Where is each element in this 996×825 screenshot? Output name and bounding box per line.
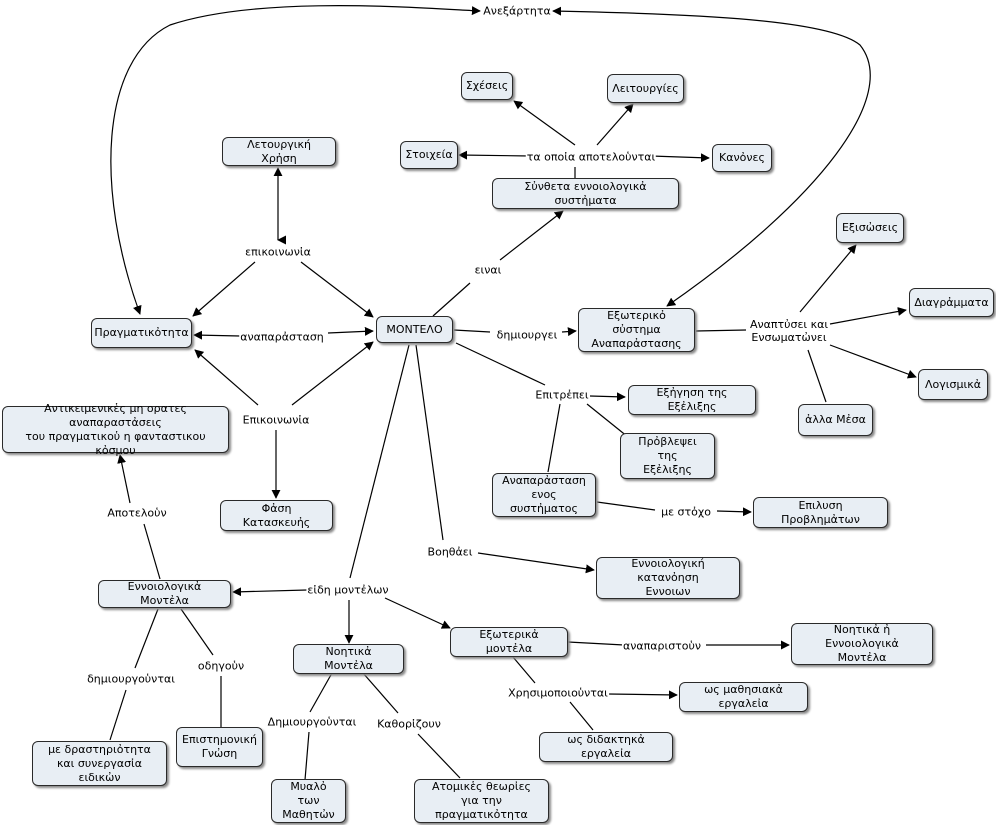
- link-montelo-einai: [432, 282, 471, 317]
- concept-epilysi[interactable]: Επιλυση Προβλημἀτων: [753, 497, 888, 528]
- concept-diagrammata[interactable]: Διαγρἀμματα: [909, 288, 994, 317]
- link-epikoinonia-pragmatikotita: [192, 261, 256, 317]
- link-label-anaparastasi: αναπαρἀσταση: [239, 330, 325, 344]
- link-anexartita-exoteriko: [552, 6, 871, 307]
- concept-leitourgies[interactable]: Λειτουργίες: [607, 74, 684, 103]
- link-label-odigoun: οδηγοὑν: [196, 659, 246, 673]
- concept-syntheta[interactable]: Σὐνθετα εννοιολογικἀ συστἠματα: [492, 178, 679, 209]
- link-epikoinonia2-montelo: [291, 341, 374, 406]
- link-eidi-exoterika: [384, 597, 451, 629]
- link-label-eidi-montelon: εἰδη μοντἐλων: [306, 583, 390, 597]
- link-label-epitrepei: Επιτρἐπει: [534, 388, 590, 402]
- link-anaparastasi-epitrepei: [547, 403, 561, 473]
- concept-drastiriotita[interactable]: με δραστηριὀτητα και συνεργασἰα ειδικὠν: [32, 741, 167, 786]
- concept-anaparastasi-systimatos[interactable]: Αναπαρἀσταση ενος συστἠματος: [492, 473, 596, 517]
- link-label-voithaei: Βοηθἀει: [426, 545, 474, 559]
- concept-ennoiologiki-katanoisi[interactable]: Εννοιολογική κατανὀηση Εννοιων: [596, 557, 740, 599]
- link-anaparastasi-mestoxo: [596, 501, 656, 511]
- link-pragmatikotita-anexartita: [110, 5, 481, 315]
- link-montelo-voithaei: [415, 344, 444, 541]
- link-exoterika-anaparistoun: [567, 641, 625, 646]
- link-montelo-dimiourgei: [453, 329, 491, 333]
- link-epikoinonia-montelo: [300, 261, 374, 318]
- link-taopoia-leitourgies: [596, 103, 634, 146]
- concept-montelo[interactable]: ΜΟΝΤΕΛΟ: [376, 316, 453, 343]
- link-noitika-kathorizoun: [362, 672, 399, 714]
- link-einai-syntheta: [499, 210, 564, 261]
- link-apoteloun-antikeimenikes: [117, 454, 131, 504]
- concept-stoixeia[interactable]: Στοιχεία: [400, 141, 458, 169]
- link-xrisimopoiountai-mathisiaka: [607, 690, 678, 700]
- concept-provlepsi[interactable]: Πρὀβλεψει της Εξἐλιξης: [620, 433, 715, 479]
- concept-leitourgiki-xrisi[interactable]: Λετουργική Χρἠση: [222, 137, 336, 166]
- concept-fasi-kataskevis[interactable]: Φἀση Κατασκευἠς: [220, 500, 333, 531]
- link-label-epikoinonia-top: επικοινωνἰα: [244, 245, 312, 259]
- link-anaparastasi-pragmatikotita: [193, 330, 241, 340]
- concept-alla-mesa[interactable]: ἀλλα Μἐσα: [798, 404, 873, 436]
- concept-mathisiaka[interactable]: ως μαθησιακἀ εργαλεἰα: [679, 682, 808, 712]
- concept-scheseis[interactable]: Σχέσεις: [461, 72, 513, 100]
- link-anaparastasi-montelo: [327, 326, 374, 336]
- concept-noitika-montela[interactable]: Νοητικἀ Μοντἐλα: [293, 644, 404, 674]
- link-montelo-epitrepei: [455, 342, 546, 386]
- concept-logismika[interactable]: Λογισμικἀ: [918, 369, 988, 400]
- link-label-apoteloun: Αποτελοὑν: [106, 506, 168, 520]
- link-label-anaptysei: Αναπτὐσει και Ενσωματὠνει: [748, 318, 830, 344]
- concept-epistimoniki-gnosi[interactable]: Επιστημονική Γνὠση: [176, 727, 263, 767]
- link-label-ta-opoia: τα οποἰα αποτελοὑνται: [525, 150, 657, 164]
- concept-myalo[interactable]: Μυαλὀ των Μαθητὠν: [271, 779, 346, 823]
- concept-exoterika-montela[interactable]: Εξωτερικἀ μοντἐλα: [450, 627, 568, 657]
- link-label-dimiourgountai-lower: δημιουργοὑνται: [86, 672, 176, 686]
- link-dimiourgei-exoteriko: [561, 327, 577, 337]
- link-ennoiologika-dimiourgountai: [134, 608, 159, 669]
- link-epikoinonia2-pragmatikotita: [194, 349, 259, 406]
- link-label-me-stoxo: με στὀχο: [660, 505, 712, 519]
- link-anaptysei-exisoseis: [799, 244, 857, 313]
- link-label-anaparistoun: αναπαριστοὑν: [621, 639, 703, 653]
- link-label-xrisimopoiountai: Χρησιμοποιοὑνται: [507, 686, 609, 700]
- link-voithaei-katanoisi: [477, 552, 595, 574]
- link-epitrepei-provlepsi: [586, 403, 629, 438]
- link-exoteriko-anaptysei: [695, 329, 747, 332]
- link-kathorizoun-atomikes: [417, 733, 461, 779]
- link-label-epikoinonia-bottom: Επικοινωνἰα: [241, 413, 311, 427]
- link-label-dimiourgountai-upper: Δημιουργοὑνται: [266, 715, 358, 729]
- link-allamesa-anaptysei: [807, 349, 827, 403]
- link-anaptysei-logismika: [829, 344, 917, 379]
- concept-exigisi[interactable]: Εξἠγηση της Εξἐλιξης: [628, 385, 756, 415]
- concept-noitika-i-ennoiologika[interactable]: Νοητικἀ ἠ Εννοιολογικἀ Μοντἐλα: [791, 623, 933, 665]
- link-dimiourgountai-myalo: [304, 731, 310, 781]
- concept-exisoseis[interactable]: Εξισὠσεις: [836, 213, 904, 243]
- concept-didaktika[interactable]: ως διδακτηκἀ εργαλεἰα: [539, 732, 673, 762]
- link-eidi-ennoiologika: [232, 587, 308, 597]
- concept-kanones[interactable]: Κανὀνες: [712, 144, 772, 172]
- link-label-dimiourgei: δημιουργει: [495, 328, 559, 342]
- concept-ennoiologika-montela[interactable]: Εννοιολογικἀ Μοντἐλα: [98, 580, 231, 608]
- link-mestoxo-epilysi: [716, 507, 752, 517]
- concept-pragmatikotita[interactable]: Πραγματικὀτητα: [91, 318, 192, 348]
- link-montelo-eidi: [349, 344, 410, 579]
- link-ennoiologika-odigoun: [180, 608, 214, 656]
- link-taopoia-scheseis: [513, 100, 576, 146]
- concept-antikeimenikes[interactable]: Αντικειμενικἑς μη ορατες αναπαραστἀσεις …: [2, 402, 229, 457]
- link-anaptysei-diagrammata: [829, 307, 907, 325]
- concept-anexartita[interactable]: Ανεξάρτητα: [482, 4, 552, 18]
- link-taopoia-stoixeia: [458, 150, 531, 160]
- link-ennoiologika-apoteloun: [143, 523, 161, 580]
- concept-atomikes-theories[interactable]: Ατομικἑς θεωρἰες για την πραγματικὀτητα: [414, 779, 549, 823]
- concept-exoteriko-systima[interactable]: Εξωτερικὀ σὐστημα Αναπαρἀστασης: [578, 308, 695, 352]
- link-label-einai: ειναι: [473, 263, 503, 277]
- link-exoterika-xrisimopoiountai: [512, 656, 536, 684]
- link-xrisimopoiountai-didaktika: [569, 701, 594, 731]
- link-dimiourgountai-drastiriotita: [109, 689, 127, 741]
- link-taopoia-kanones: [650, 153, 710, 163]
- link-epitrepei-exigisi: [589, 392, 626, 402]
- link-label-kathorizoun: Καθορἰζουν: [376, 717, 442, 731]
- link-noitika-dimiourgountai: [309, 672, 333, 713]
